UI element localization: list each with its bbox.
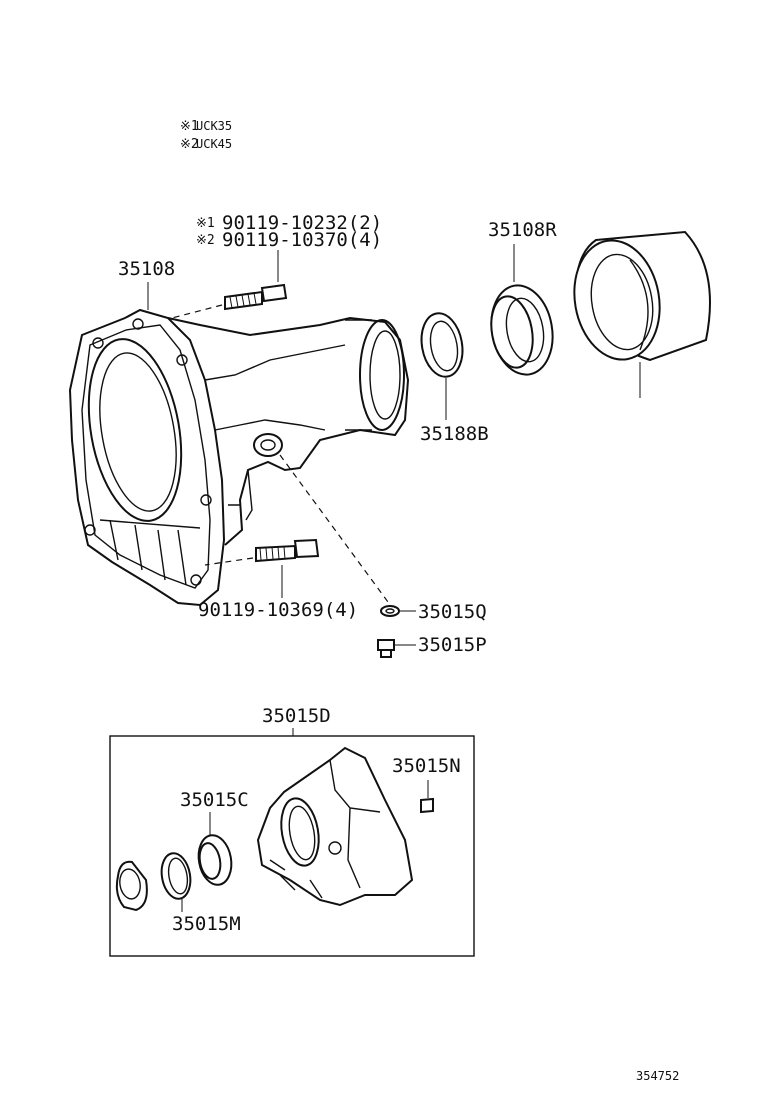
upper-bolt bbox=[224, 283, 288, 311]
kit-housing bbox=[256, 746, 414, 907]
snap-ring bbox=[420, 312, 464, 378]
kit-seal bbox=[197, 834, 233, 886]
kit-label: 35015D bbox=[262, 705, 331, 727]
note-2-mark: ※2 bbox=[180, 137, 199, 152]
snap-ring-label: 35188B bbox=[420, 423, 489, 445]
figure-id: 354752 bbox=[636, 1069, 679, 1083]
dust-cover bbox=[573, 230, 711, 398]
kit-plug-label: 35015N bbox=[392, 755, 461, 777]
upper-bolt-mark-1: ※1 bbox=[196, 216, 215, 231]
kit-cap bbox=[115, 860, 148, 912]
kit-snap-ring bbox=[160, 852, 192, 912]
lower-bolt bbox=[255, 538, 320, 598]
plug-label: 35015P bbox=[418, 634, 487, 656]
oil-seal-label: 35108R bbox=[488, 219, 557, 241]
kit-plug bbox=[420, 797, 434, 814]
lower-bolt-label: 90119-10369(4) bbox=[198, 599, 358, 621]
note-2-text: UCK45 bbox=[196, 137, 232, 151]
note-1-mark: ※1 bbox=[180, 119, 199, 134]
kit-seal-label: 35015C bbox=[180, 789, 249, 811]
plug bbox=[377, 639, 416, 658]
oil-seal bbox=[490, 284, 554, 376]
extension-housing bbox=[68, 308, 410, 607]
upper-bolt-callout: ※1 90119-10232(2) ※2 90119-10370(4) bbox=[196, 212, 382, 282]
upper-bolt-mark-2: ※2 bbox=[196, 233, 215, 248]
kit-ring-label: 35015M bbox=[172, 913, 241, 935]
gasket-label: 35015Q bbox=[418, 601, 487, 623]
housing-label: 35108 bbox=[118, 258, 175, 280]
upper-bolt-part-2: 90119-10370(4) bbox=[222, 229, 382, 251]
gasket bbox=[380, 605, 416, 617]
note-1-text: UCK35 bbox=[196, 119, 232, 133]
applicability-notes: ※1 UCK35 ※2 UCK45 bbox=[180, 119, 232, 152]
kit-box bbox=[109, 735, 475, 957]
upper-bolt-part-1: 90119-10232(2) bbox=[222, 212, 382, 234]
